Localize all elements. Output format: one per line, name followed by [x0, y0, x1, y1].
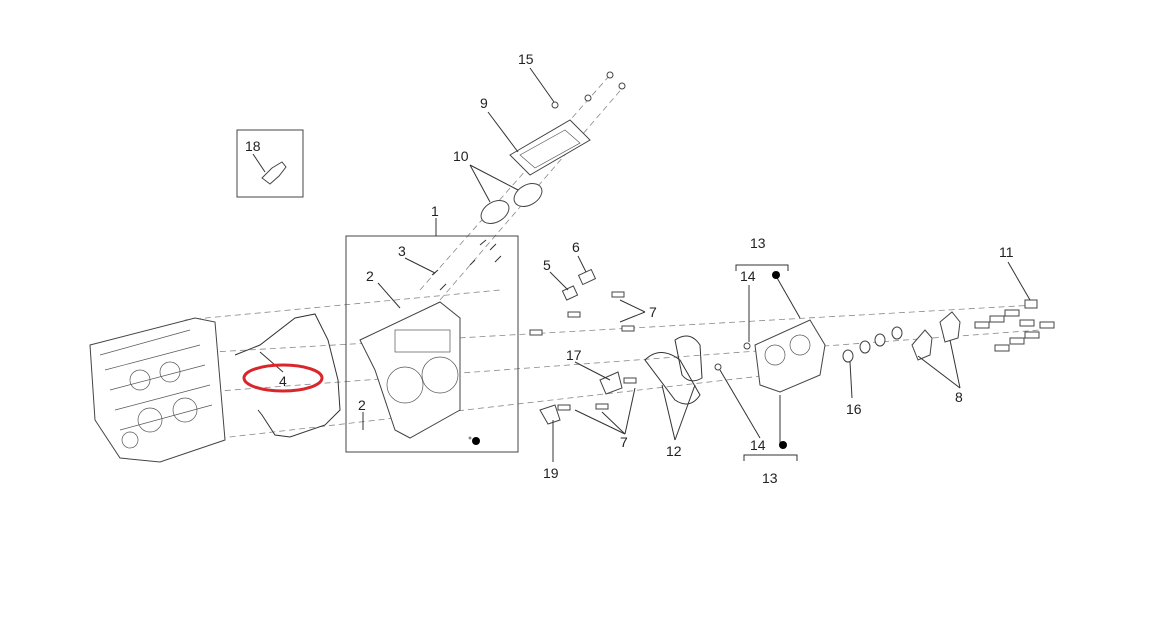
dot-marker	[772, 271, 780, 279]
callout-4: 4	[279, 373, 287, 389]
callout-2: 2	[358, 397, 366, 413]
callout-16: 16	[846, 401, 862, 417]
callout-1: 1	[431, 203, 439, 219]
plug-part-14b	[714, 363, 722, 371]
callout-19: 19	[543, 465, 559, 481]
sensor-part-5	[561, 285, 579, 301]
nuts-part-15	[551, 71, 626, 109]
callout-5: 5	[543, 257, 551, 273]
cover-part-9	[509, 119, 591, 176]
callout-3: 3	[398, 243, 406, 259]
callout-10: 10	[453, 148, 469, 164]
bracket-part-19	[539, 404, 561, 425]
bracket-part-17	[599, 371, 623, 395]
gasket-part-4	[234, 313, 341, 438]
callout-12: 12	[666, 443, 682, 459]
callout-13: 13	[750, 235, 766, 251]
highlight-ellipse	[242, 363, 324, 393]
callout-7: 7	[620, 434, 628, 450]
gaskets-part-12	[644, 335, 703, 405]
cover-part-13	[754, 319, 826, 393]
head-block-part-1	[359, 301, 472, 440]
callout-14: 14	[750, 437, 766, 453]
callout-6: 6	[572, 239, 580, 255]
callout-14: 14	[740, 268, 756, 284]
callout-2: 2	[366, 268, 374, 284]
plugs-part-16	[842, 326, 903, 363]
callout-8: 8	[955, 389, 963, 405]
leader-lines	[252, 67, 1031, 462]
callout-13: 13	[762, 470, 778, 486]
callout-15: 15	[518, 51, 534, 67]
callout-11: 11	[999, 244, 1014, 260]
callout-9: 9	[480, 95, 488, 111]
callout-7: 7	[649, 304, 657, 320]
seals-part-10	[480, 183, 543, 224]
dot-marker	[472, 437, 480, 445]
cylinder-head	[89, 317, 226, 463]
sensor-part-6	[577, 268, 597, 286]
dot-marker	[779, 441, 787, 449]
bolts-part-11	[974, 299, 1055, 352]
inset-box-1	[345, 235, 519, 453]
bracket-part-18	[261, 161, 287, 185]
brackets-part-8	[911, 311, 961, 361]
plug-part-14a	[743, 342, 751, 350]
studs-part-3	[431, 239, 502, 291]
bolts-part-7	[529, 291, 637, 411]
inset-box-18	[236, 129, 304, 198]
callout-labels: 1 2 2 3 4 5 6 7 7 8 9 10 11 12 13 13 14 …	[245, 51, 1014, 486]
callout-18: 18	[245, 138, 261, 154]
callout-17: 17	[566, 347, 582, 363]
